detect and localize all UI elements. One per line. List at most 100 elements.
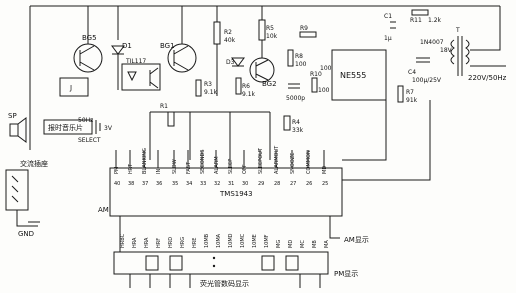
d1-label: D1 [122,42,132,50]
pin-number: 34 [186,181,192,187]
pin-label-hrt: HRT [128,163,134,174]
pin-label-alarm: ALARM [214,156,220,174]
transformer-label: T [455,27,460,34]
d3-label: D3 [226,59,235,66]
r4-value: 33k [292,127,304,134]
r6-value: 9.1k [242,91,256,98]
d1-diode [111,6,125,90]
pin-label-md: MD [322,166,328,174]
pin-label-slow: SLOW [172,159,178,174]
c4-label: C4 [408,69,416,76]
r2-value: 40k [224,37,236,44]
r7-value: 91k [406,97,418,104]
pin-label: 10ME [252,234,258,248]
r3-value: 9.1k [204,89,218,96]
pin-label: HRG [180,237,186,248]
pin-label: HRBC [120,233,126,248]
pin-label-sleepout: SLEEPOUT [258,147,264,174]
pm-display-label: PM显示 [334,270,358,278]
pin-label-off: OFF [242,164,248,174]
pin-label: MG [276,240,282,248]
pin-number: 36 [156,181,162,187]
c4-capacitor [416,57,430,63]
chip-name: TMS1943 [219,190,253,198]
r2-resistor [213,21,221,45]
til117-optocoupler [121,63,161,91]
pin-label-blanking: BLANKING [142,148,148,174]
c5-capacitor [288,83,300,89]
pin-number: 26 [306,181,312,187]
chime-module [43,119,93,135]
chip-am-label: AM [98,206,109,214]
pin-number: 27 [290,181,296,187]
r10-label: R10 [310,71,322,78]
pin-number: 30 [242,181,248,187]
d3-diode [231,57,245,67]
speaker [9,117,27,143]
chip-top-pins: 40 38 37 36 35 34 33 32 31 30 29 28 27 2… [114,181,328,187]
chip-bottom-labels: HRBC HRA HRA HRF HRD HRG HRE 10MB 10MA 1… [120,233,330,248]
c4-value: 100μ/25V [412,77,442,84]
mains-label: 220V/50Hz [468,74,507,82]
pin-label-pm: PM [114,167,120,174]
pin-label: HRD [168,237,174,248]
pin-label: 10MC [240,233,246,248]
ne555-chip [331,49,387,101]
v18-label: 18V [440,47,453,54]
pin-label-snooze: SNOOZE [290,153,296,174]
pin-number: 32 [214,181,220,187]
r9-resistor [299,31,317,38]
gnd-label: GND [18,230,34,238]
r3-label: R3 [204,81,212,88]
in4007-label: 1N4007 [420,39,444,46]
pin-number: 35 [172,181,178,187]
r10-value: 100 [318,87,330,94]
hz-label: 50Hz [78,117,93,124]
c1-capacitor [390,21,396,29]
r11-label: R11 [410,17,422,24]
c2-value: 100 [320,65,332,72]
bg2-transistor [249,57,275,83]
r1-resistor [167,111,175,127]
transformer [450,36,470,76]
r8-label: R8 [295,53,303,60]
pin-number: 31 [228,181,234,187]
pin-label: 10MD [228,233,234,248]
pin-label: HRA [144,237,150,248]
chip-top-pins-wires [115,150,325,168]
r3-resistor [195,79,202,97]
ac-socket [5,169,29,211]
pin-label: 10MB [204,233,210,248]
r1-label: R1 [160,103,168,110]
pin-number: 37 [142,181,148,187]
tms1943-chip [109,167,343,217]
r6-label: R6 [242,83,250,90]
r9-label: R9 [300,25,308,32]
pin-label-in: IN [156,169,162,174]
bg5-transistor [73,43,103,73]
chime-label: 报时音乐片 [48,123,83,132]
pin-label-common: COMMON [306,150,312,174]
pin-number: 38 [128,181,134,187]
r11-resistor [411,9,429,16]
pin-number: 29 [258,181,264,187]
display-digits [145,255,299,271]
r5-label: R5 [266,25,274,32]
pin-label: MC [300,240,306,248]
pin-number: 40 [114,181,120,187]
r4-label: R4 [292,119,300,126]
r7-resistor [397,85,404,103]
r7-label: R7 [406,89,414,96]
am-bus [119,216,340,254]
pin-label: HRE [192,238,198,248]
pin-label: MB [312,240,318,248]
til117-label: TIL117 [125,58,146,65]
chip-top-labels: PM HRT BLANKING IN SLOW FAST SECONDS ALA… [114,145,328,174]
display-caption: 荧光管数码显示 [200,279,249,288]
right-bus [342,100,431,181]
pin-label: HRF [156,238,162,248]
r4-resistor [283,115,291,131]
pin-label-sleep: SLEEP [228,159,234,174]
bg2-label: BG2 [262,80,277,88]
